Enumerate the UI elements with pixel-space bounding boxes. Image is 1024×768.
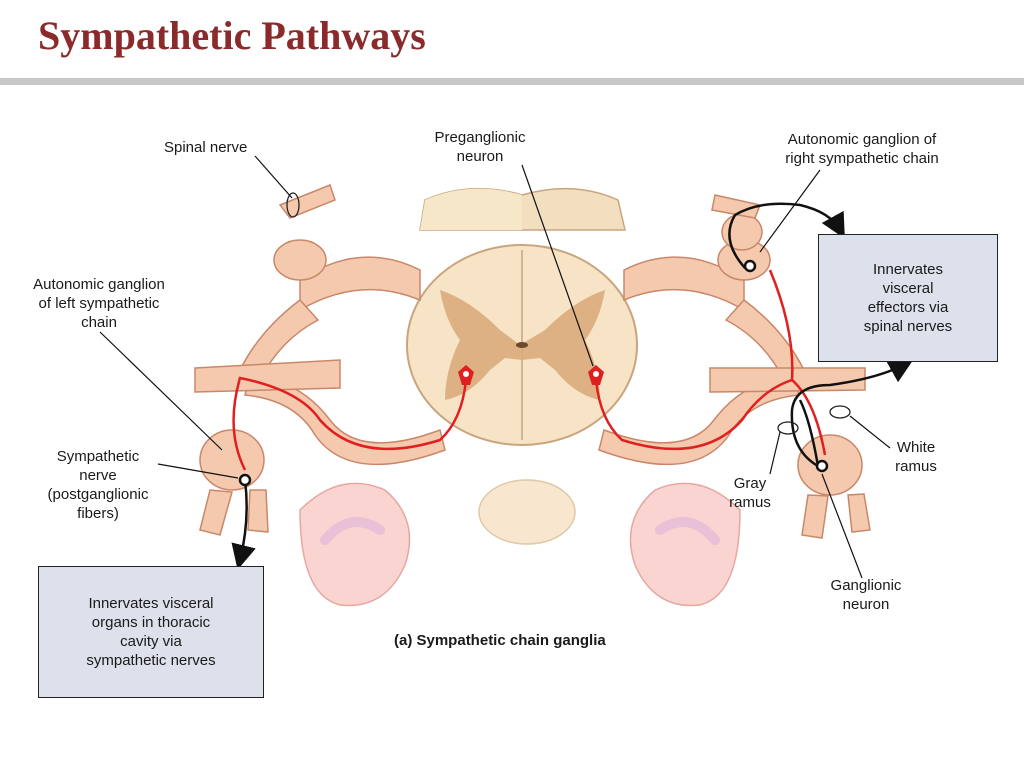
label-white-ramus: White ramus xyxy=(895,439,937,475)
label-ganglionic-neuron: Ganglionic neuron xyxy=(830,577,902,613)
box-thoracic-organs: Innervates visceral organs in thoracic c… xyxy=(38,566,264,698)
preganglionic-fibers xyxy=(232,269,827,471)
label-preganglionic-neuron: Preganglionic neuron xyxy=(434,129,526,165)
label-sympathetic-nerve: Sympathetic nerve (postganglionic fibers… xyxy=(47,448,149,522)
preganglionic-neuron-bodies xyxy=(458,365,604,385)
figure-caption: (a) Sympathetic chain ganglia xyxy=(394,632,606,649)
box-spinal-nerve-effectors: Innervates visceral effectors via spinal… xyxy=(818,234,998,362)
box-thoracic-organs-text: Innervates visceral organs in thoracic c… xyxy=(86,595,216,669)
vertebral-bodies xyxy=(299,479,741,607)
title-divider xyxy=(0,78,1024,85)
label-autonomic-ganglion-right: Autonomic ganglion of right sympathetic … xyxy=(785,131,939,167)
ganglionic-neuron-bodies xyxy=(238,259,829,487)
slide-title: Sympathetic Pathways xyxy=(38,13,426,58)
right-nerve-roots xyxy=(598,194,871,539)
label-autonomic-ganglion-left: Autonomic ganglion of left sympathetic c… xyxy=(33,276,165,331)
box-spinal-nerve-effectors-text: Innervates visceral effectors via spinal… xyxy=(863,261,953,335)
label-spinal-nerve: Spinal nerve xyxy=(164,139,248,156)
ramus-rings xyxy=(286,192,851,435)
leader-lines xyxy=(99,155,891,579)
label-gray-ramus: Gray ramus xyxy=(729,475,771,511)
postganglionic-fibers xyxy=(231,202,914,570)
